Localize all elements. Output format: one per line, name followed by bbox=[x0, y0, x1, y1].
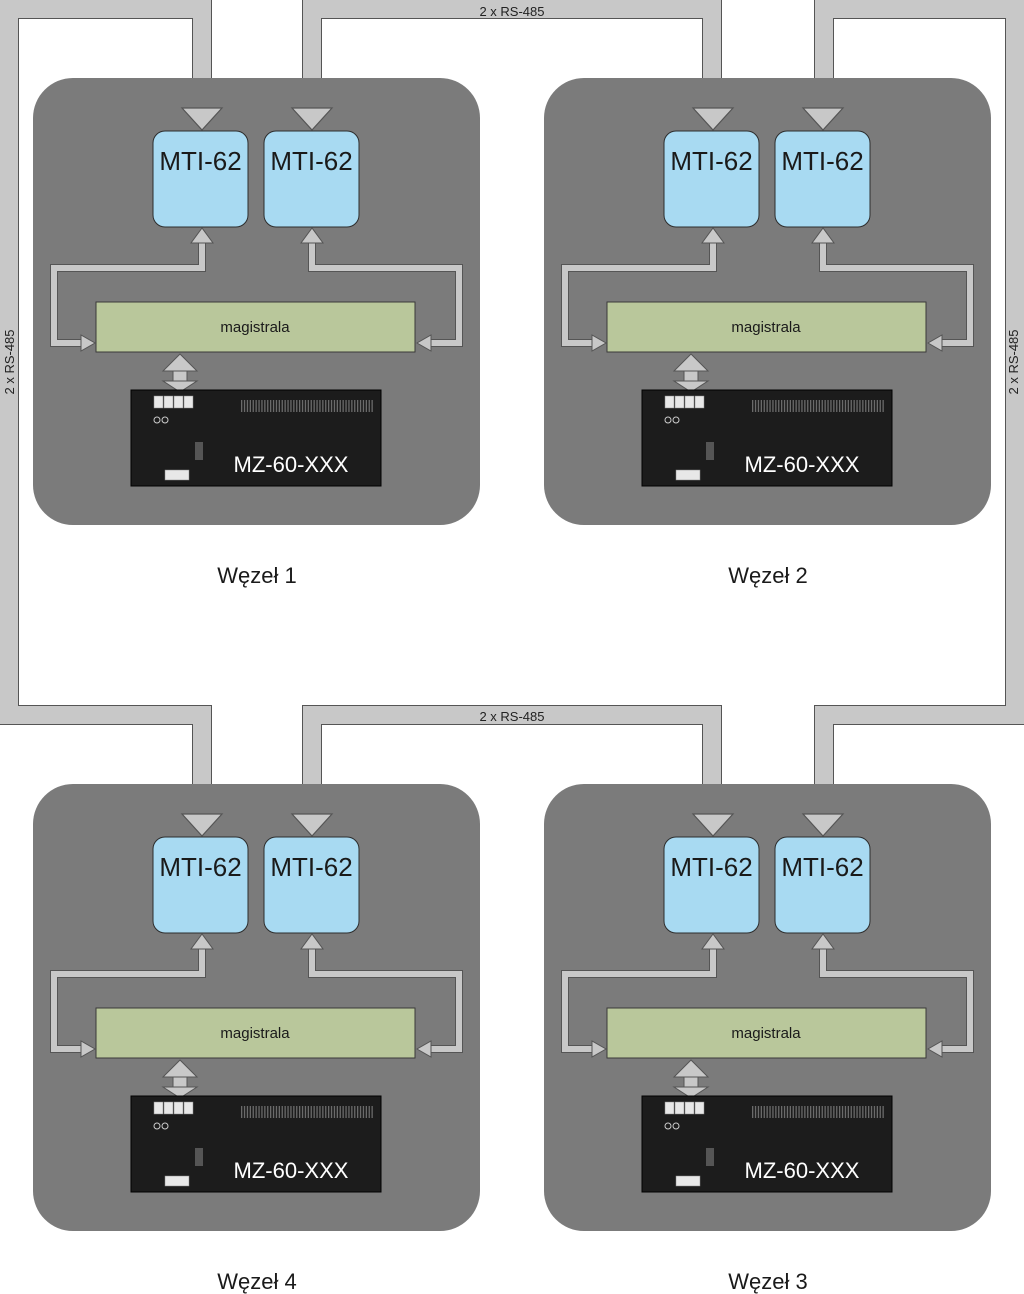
link-labels: 2 x RS-485 2 x RS-485 2 x RS-485 2 x RS-… bbox=[2, 4, 1021, 724]
cable-arrow-head bbox=[180, 107, 224, 131]
control-panel: MZ-60-XXX bbox=[641, 389, 893, 487]
panel-link bbox=[672, 353, 710, 393]
bus-label: magistrala bbox=[220, 319, 290, 336]
module-left: MTI-62 bbox=[663, 130, 760, 228]
bus-bar: magistrala bbox=[95, 1007, 416, 1059]
module-label: MTI-62 bbox=[159, 852, 241, 882]
cable-arrow-head bbox=[290, 813, 334, 837]
module-right: MTI-62 bbox=[263, 130, 360, 228]
module-left: MTI-62 bbox=[152, 836, 249, 934]
bus-label: magistrala bbox=[731, 319, 801, 336]
bus-label: magistrala bbox=[731, 1025, 801, 1042]
bus-link-right bbox=[300, 227, 463, 352]
cable-arrow-head bbox=[691, 107, 735, 131]
module-label: MTI-62 bbox=[270, 146, 352, 176]
panel-label: MZ-60-XXX bbox=[745, 1158, 860, 1183]
module-label: MTI-62 bbox=[159, 146, 241, 176]
panel-label: MZ-60-XXX bbox=[234, 1158, 349, 1183]
rs485-cable-middle-link bbox=[302, 705, 722, 818]
bus-bar: magistrala bbox=[606, 1007, 927, 1059]
panel-label: MZ-60-XXX bbox=[234, 452, 349, 477]
link-label-middle: 2 x RS-485 bbox=[479, 709, 544, 724]
link-label-left: 2 x RS-485 bbox=[2, 329, 17, 394]
panel-link bbox=[161, 353, 199, 393]
bus-bar: magistrala bbox=[95, 301, 416, 353]
bus-link-right bbox=[811, 933, 974, 1058]
module-right: MTI-62 bbox=[774, 130, 871, 228]
panel-label: MZ-60-XXX bbox=[745, 452, 860, 477]
node-caption-2: Węzeł 2 bbox=[728, 563, 807, 588]
bus-bar: magistrala bbox=[606, 301, 927, 353]
cable-arrow-head bbox=[691, 813, 735, 837]
panel-link bbox=[672, 1059, 710, 1099]
module-right: MTI-62 bbox=[263, 836, 360, 934]
bus-link-left bbox=[561, 227, 725, 352]
control-panel: MZ-60-XXX bbox=[641, 1095, 893, 1193]
bus-link-left bbox=[50, 933, 214, 1058]
module-label: MTI-62 bbox=[270, 852, 352, 882]
module-right: MTI-62 bbox=[774, 836, 871, 934]
rs485-cables bbox=[0, 0, 1024, 818]
node-caption-3: Węzeł 4 bbox=[217, 1269, 296, 1294]
bus-link-right bbox=[811, 227, 974, 352]
control-panel: MZ-60-XXX bbox=[130, 389, 382, 487]
link-label-top: 2 x RS-485 bbox=[479, 4, 544, 19]
panel-link bbox=[161, 1059, 199, 1099]
bus-link-left bbox=[50, 227, 214, 352]
rs485-cable-outer-loop bbox=[0, 0, 212, 818]
cable-arrow-head bbox=[801, 813, 845, 837]
rs485-cable-top-link bbox=[302, 0, 722, 108]
module-label: MTI-62 bbox=[781, 146, 863, 176]
bus-label: magistrala bbox=[220, 1025, 290, 1042]
module-left: MTI-62 bbox=[663, 836, 760, 934]
module-label: MTI-62 bbox=[670, 146, 752, 176]
module-left: MTI-62 bbox=[152, 130, 249, 228]
cable-arrow-head bbox=[290, 107, 334, 131]
module-label: MTI-62 bbox=[670, 852, 752, 882]
link-label-right: 2 x RS-485 bbox=[1006, 329, 1021, 394]
node-caption-1: Węzeł 1 bbox=[217, 563, 296, 588]
cable-arrow-head bbox=[801, 107, 845, 131]
control-panel: MZ-60-XXX bbox=[130, 1095, 382, 1193]
bus-link-right bbox=[300, 933, 463, 1058]
bus-link-left bbox=[561, 933, 725, 1058]
rs485-cable-outer-loop-right bbox=[814, 0, 1024, 818]
cable-arrow-head bbox=[180, 813, 224, 837]
node-caption-4: Węzeł 3 bbox=[728, 1269, 807, 1294]
module-label: MTI-62 bbox=[781, 852, 863, 882]
